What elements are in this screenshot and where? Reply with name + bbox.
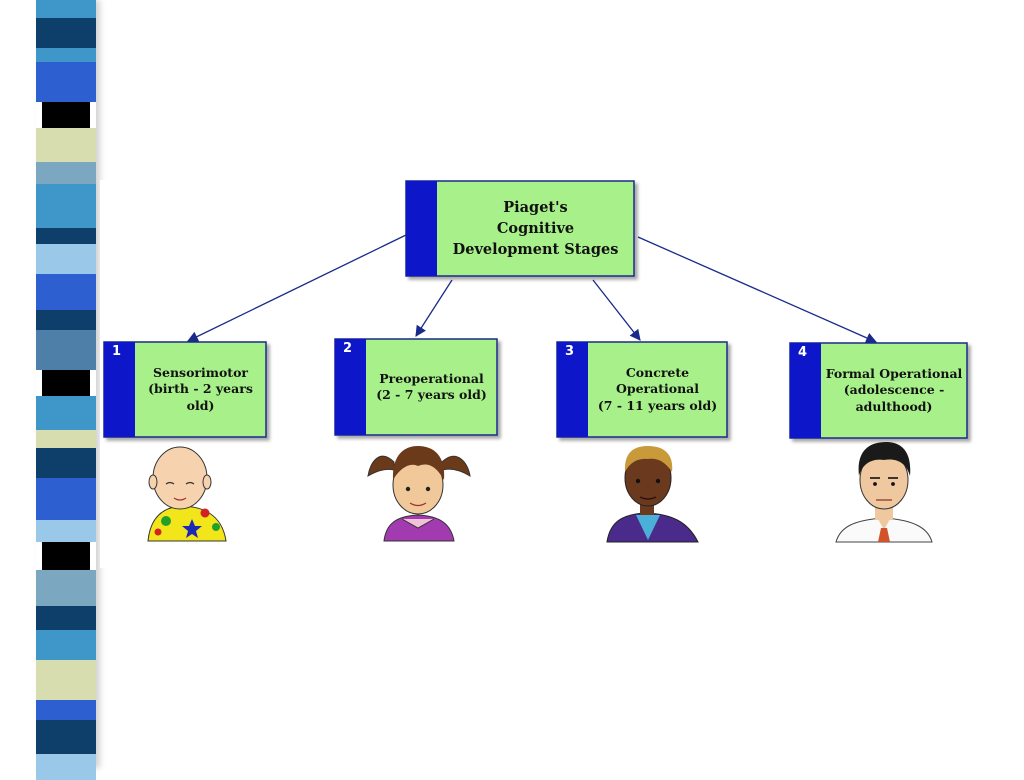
arrow-to-stage-1 bbox=[187, 234, 407, 342]
arrow-to-stage-3 bbox=[592, 279, 641, 341]
stripe bbox=[36, 18, 96, 48]
stage-3-line-3: (7 - 11 years old) bbox=[597, 397, 718, 413]
decorative-stripe-bar bbox=[36, 0, 96, 780]
stage-1-label: Sensorimotor (birth - 2 years old) bbox=[135, 342, 266, 437]
stripe bbox=[36, 570, 96, 606]
stage-4-label: Formal Operational (adolescence - adulth… bbox=[821, 343, 967, 438]
boy-icon bbox=[606, 446, 699, 543]
stage-node-3 bbox=[556, 341, 728, 438]
arrow-to-stage-2 bbox=[415, 279, 453, 337]
root-label-line-3: Development Stages bbox=[452, 241, 619, 258]
stripe bbox=[36, 396, 96, 430]
stage-3-label: Concrete Operational (7 - 11 years old) bbox=[588, 342, 727, 437]
stage-node-1 bbox=[103, 341, 267, 438]
stripe bbox=[36, 128, 96, 162]
stage-node-4 bbox=[789, 342, 968, 439]
stripe bbox=[36, 520, 96, 542]
stripe bbox=[36, 660, 96, 700]
stripe bbox=[36, 184, 96, 228]
stage-4-title: Formal Operational bbox=[825, 366, 963, 382]
root-node-label: Piaget's Cognitive Development Stages bbox=[437, 181, 634, 276]
root-node bbox=[405, 180, 635, 277]
stage-1-line-3: old) bbox=[186, 397, 215, 413]
stripe bbox=[36, 310, 96, 330]
stage-2-line-2: (2 - 7 years old) bbox=[376, 387, 487, 402]
stage-2-title: Preoperational bbox=[379, 370, 484, 386]
stripe bbox=[36, 62, 96, 102]
stripe bbox=[36, 0, 96, 18]
stage-3-number: 3 bbox=[565, 344, 575, 359]
stripe bbox=[36, 162, 96, 184]
root-label-line-1: Piaget's bbox=[503, 198, 568, 216]
stage-1-line-2: (birth - 2 years bbox=[148, 381, 253, 397]
adult-man-icon bbox=[835, 442, 933, 543]
stage-3-line-2: Operational bbox=[615, 381, 700, 397]
stage-3-title: Concrete bbox=[625, 365, 690, 381]
stripe bbox=[42, 542, 90, 570]
stage-1-title: Sensorimotor bbox=[152, 365, 249, 381]
stripe bbox=[36, 274, 96, 310]
stripe bbox=[42, 102, 90, 128]
stripe bbox=[36, 720, 96, 754]
stripe bbox=[36, 430, 96, 448]
stripe bbox=[36, 228, 96, 244]
stage-4-line-3: adulthood) bbox=[855, 398, 933, 414]
stage-4-number: 4 bbox=[798, 345, 808, 360]
baby-icon bbox=[147, 446, 227, 542]
stripe bbox=[36, 330, 96, 370]
stripe bbox=[36, 700, 96, 720]
stage-4-line-2: (adolescence - bbox=[843, 382, 945, 398]
stage-1-number: 1 bbox=[112, 344, 122, 359]
girl-with-pigtails-icon bbox=[367, 446, 471, 542]
stage-2-number: 2 bbox=[343, 341, 353, 356]
stage-2-label: Preoperational (2 - 7 years old) bbox=[366, 339, 497, 435]
stripe bbox=[36, 244, 96, 274]
arrow-to-stage-4 bbox=[637, 236, 878, 344]
root-label-line-2: Cognitive bbox=[496, 219, 575, 237]
stage-node-2 bbox=[334, 338, 498, 436]
stripe bbox=[36, 606, 96, 630]
stripe bbox=[36, 478, 96, 520]
stripe bbox=[36, 48, 96, 62]
stripe bbox=[36, 448, 96, 478]
stripe bbox=[36, 630, 96, 660]
stripe bbox=[42, 370, 90, 396]
